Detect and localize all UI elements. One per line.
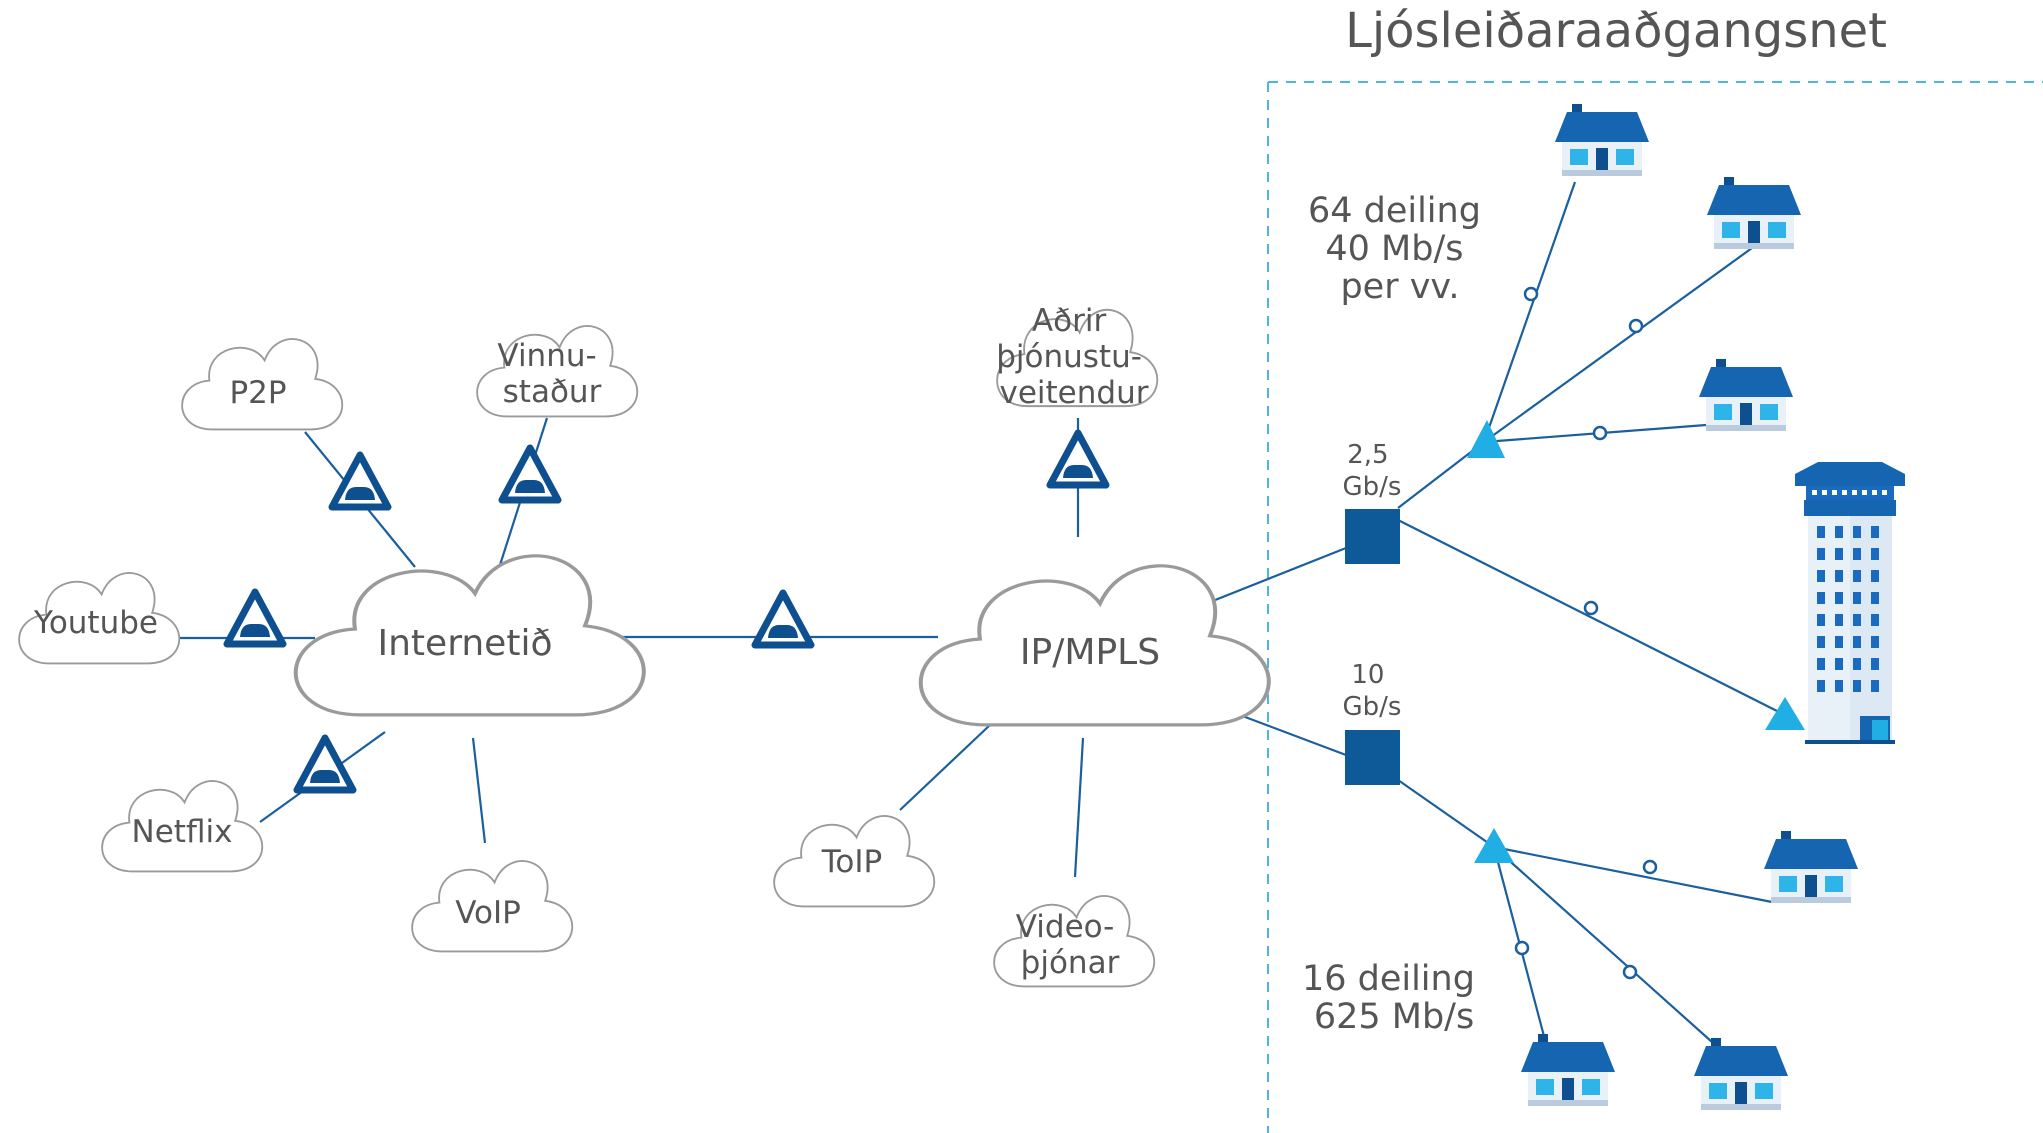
split-label-lower-line1: 16 deiling [1302,959,1475,999]
marker [1642,859,1658,875]
firewall-icon-adrir [1050,433,1106,485]
cloud-label-video: Video- þjónar [1016,909,1124,981]
link-speed-lower: 10 Gb/s [1343,660,1402,722]
page-title: Ljósleiðaraaðgangsnet [1345,3,1887,59]
split-label-lower-line2: 625 Mb/s [1314,997,1474,1037]
link-speed-upper-value: 2,5 [1347,440,1388,470]
cloud-label-adrir-line2: þjónustu- [996,339,1142,375]
link-speed-upper: 2,5 Gb/s [1343,440,1402,502]
link-ipmpls-toip [899,724,991,811]
splitter-icon-upper [1467,420,1505,458]
house-icon-1 [1555,104,1649,176]
link-splitter-house4 [1493,845,1773,904]
split-label-upper-line2: 40 Mb/s [1325,229,1463,269]
house-icon-6 [1694,1038,1788,1110]
marker [1583,600,1599,616]
cloud-label-p2p: P2P [229,375,286,411]
house-icon-5 [1521,1034,1615,1106]
link-olt-lower-splitter [1397,779,1495,848]
cloud-label-youtube: Youtube [33,605,158,641]
marker [1514,940,1530,956]
olt-node-upper [1345,509,1400,564]
link-speed-lower-unit: Gb/s [1343,692,1402,722]
cloud-label-ipmpls: IP/MPLS [1020,632,1160,673]
splitter-icon-lower [1474,828,1514,863]
olt-node-lower [1345,730,1400,785]
link-splitter-house6 [1493,846,1713,1043]
link-ipmpls-video [1073,737,1085,878]
cloud-label-vinnustadur-line2: staður [503,374,602,410]
firewall-icon-netflix [297,738,353,790]
house-icon-4 [1764,831,1858,903]
split-label-lower: 16 deiling 625 Mb/s [1302,959,1486,1037]
house-icon-3 [1699,359,1793,431]
split-label-upper: 64 deiling 40 Mb/s per vv. [1308,191,1492,307]
firewall-icon-core [755,593,811,645]
cloud-label-vinnustadur: Vinnu- staður [497,338,606,410]
office-building-icon [1795,462,1905,744]
firewall-icon-vinnustadur [502,448,558,500]
splitter-icon-office [1765,697,1805,730]
link-markers [1514,286,1658,980]
link-speed-upper-unit: Gb/s [1343,472,1402,502]
marker [1523,286,1539,302]
cloud-label-netflix: Netflix [132,814,233,850]
cloud-label-internet: Internetið [378,623,553,664]
house-icon-2 [1707,177,1801,249]
cloud-label-adrir-line1: Aðrir [1032,303,1107,339]
link-speed-lower-value: 10 [1351,660,1384,690]
cloud-label-voip: VoIP [455,895,521,931]
link-ipmpls-olt-upper [1194,546,1347,610]
cloud-label-video-line2: þjónar [1021,945,1120,981]
link-internet-voip [471,737,487,844]
firewall-icon-p2p [332,455,388,507]
cloud-label-video-line1: Video- [1016,909,1115,945]
cloud-label-adrir: Aðrir þjónustu- veitendur [996,303,1152,411]
link-olt-upper-office [1397,519,1786,716]
firewall-icon-youtube [227,592,283,644]
link-splitter-house2 [1483,247,1753,443]
cloud-label-toip: ToIP [821,844,882,880]
cloud-label-vinnustadur-line1: Vinnu- [497,338,596,374]
marker [1592,425,1608,441]
marker [1628,318,1644,334]
split-label-upper-line1: 64 deiling [1308,191,1481,231]
link-splitter-house1 [1482,181,1577,443]
marker [1622,964,1638,980]
split-label-upper-line3: per vv. [1340,267,1459,307]
cloud-label-adrir-line3: veitendur [1000,375,1149,411]
